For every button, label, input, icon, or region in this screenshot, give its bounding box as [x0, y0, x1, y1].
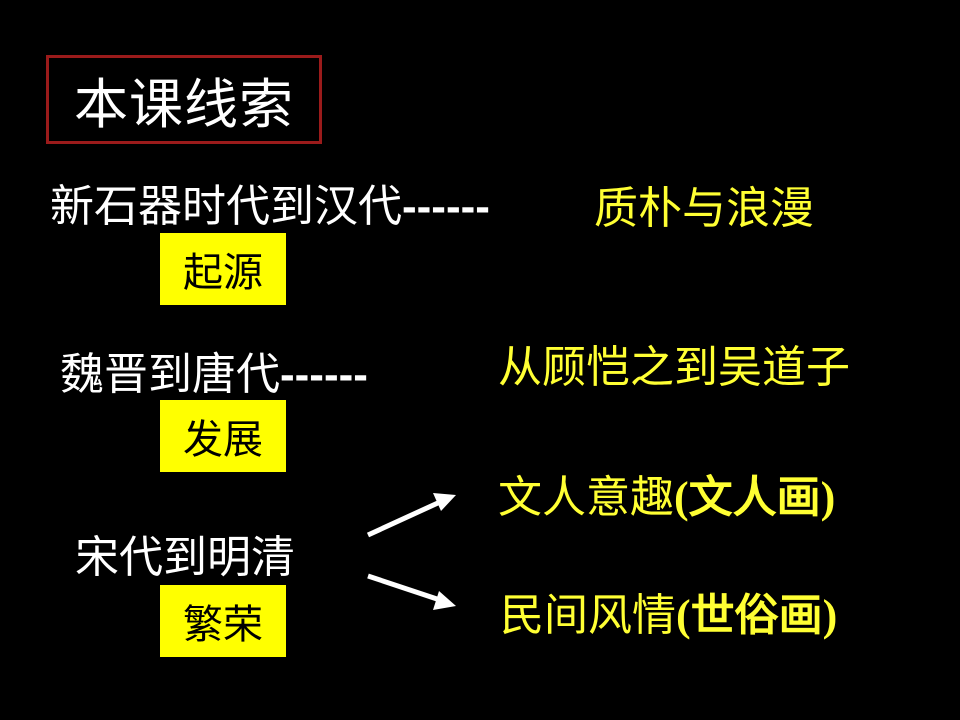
stage-badge-prosperity: 繁荣 [160, 585, 286, 657]
era-dash: ------ [280, 350, 368, 399]
title-box: 本课线索 [46, 55, 322, 144]
era-label: 魏晋到唐代 [60, 349, 280, 400]
theme-folk-genre-painting: 民间风情(世俗画) [500, 594, 837, 638]
theme-literati-painting: 文人意趣(文人画) [498, 476, 835, 520]
theme-paren: (文人画) [674, 473, 836, 522]
theme-main: 文人意趣 [498, 472, 674, 523]
theme-simplicity-romance: 质朴与浪漫 [594, 183, 814, 234]
arrow-down-icon [367, 573, 456, 610]
era-label: 新石器时代到汉代 [50, 181, 402, 232]
era-neolithic-to-han: 新石器时代到汉代------ [50, 185, 490, 229]
slide-title: 本课线索 [74, 73, 294, 136]
theme-main: 民间风情 [500, 590, 676, 641]
theme-paren: (世俗画) [676, 591, 838, 640]
stage-badge-development: 发展 [160, 400, 286, 472]
era-song-to-ming-qing: 宋代到明清 [75, 532, 295, 583]
theme-gu-kaizhi-to-wu-daozi: 从顾恺之到吴道子 [498, 342, 850, 393]
arrow-up-icon [366, 493, 456, 538]
era-dash: ------ [402, 182, 490, 231]
era-wei-jin-to-tang: 魏晋到唐代------ [60, 353, 368, 397]
stage-badge-origin: 起源 [160, 233, 286, 305]
